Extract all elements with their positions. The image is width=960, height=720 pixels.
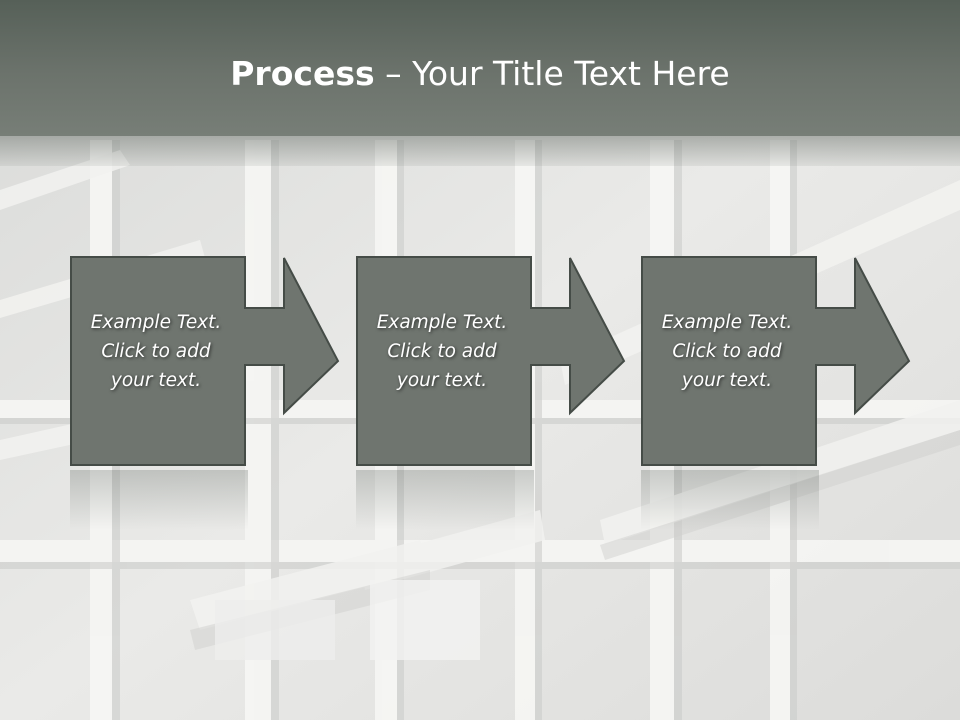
process-step-2[interactable]: Example Text. Click to add your text. [356,256,626,468]
step-2-text[interactable]: Example Text. Click to add your text. [376,312,508,391]
title-rest-part: – Your Title Text Here [374,54,730,93]
process-step-3[interactable]: Example Text. Click to add your text. [641,256,911,468]
slide-title[interactable]: Process – Your Title Text Here [0,50,960,98]
process-step-1[interactable]: Example Text. Click to add your text. [70,256,340,468]
step-arrow-shape [70,256,340,466]
step-3-text[interactable]: Example Text. Click to add your text. [661,312,793,391]
title-bar-shadow [0,136,960,166]
title-bold-part: Process [230,54,375,93]
step-arrow-shape [641,256,911,466]
step-1-text[interactable]: Example Text. Click to add your text. [90,312,222,391]
title-bar [0,0,960,136]
step-arrow-shape [356,256,626,466]
